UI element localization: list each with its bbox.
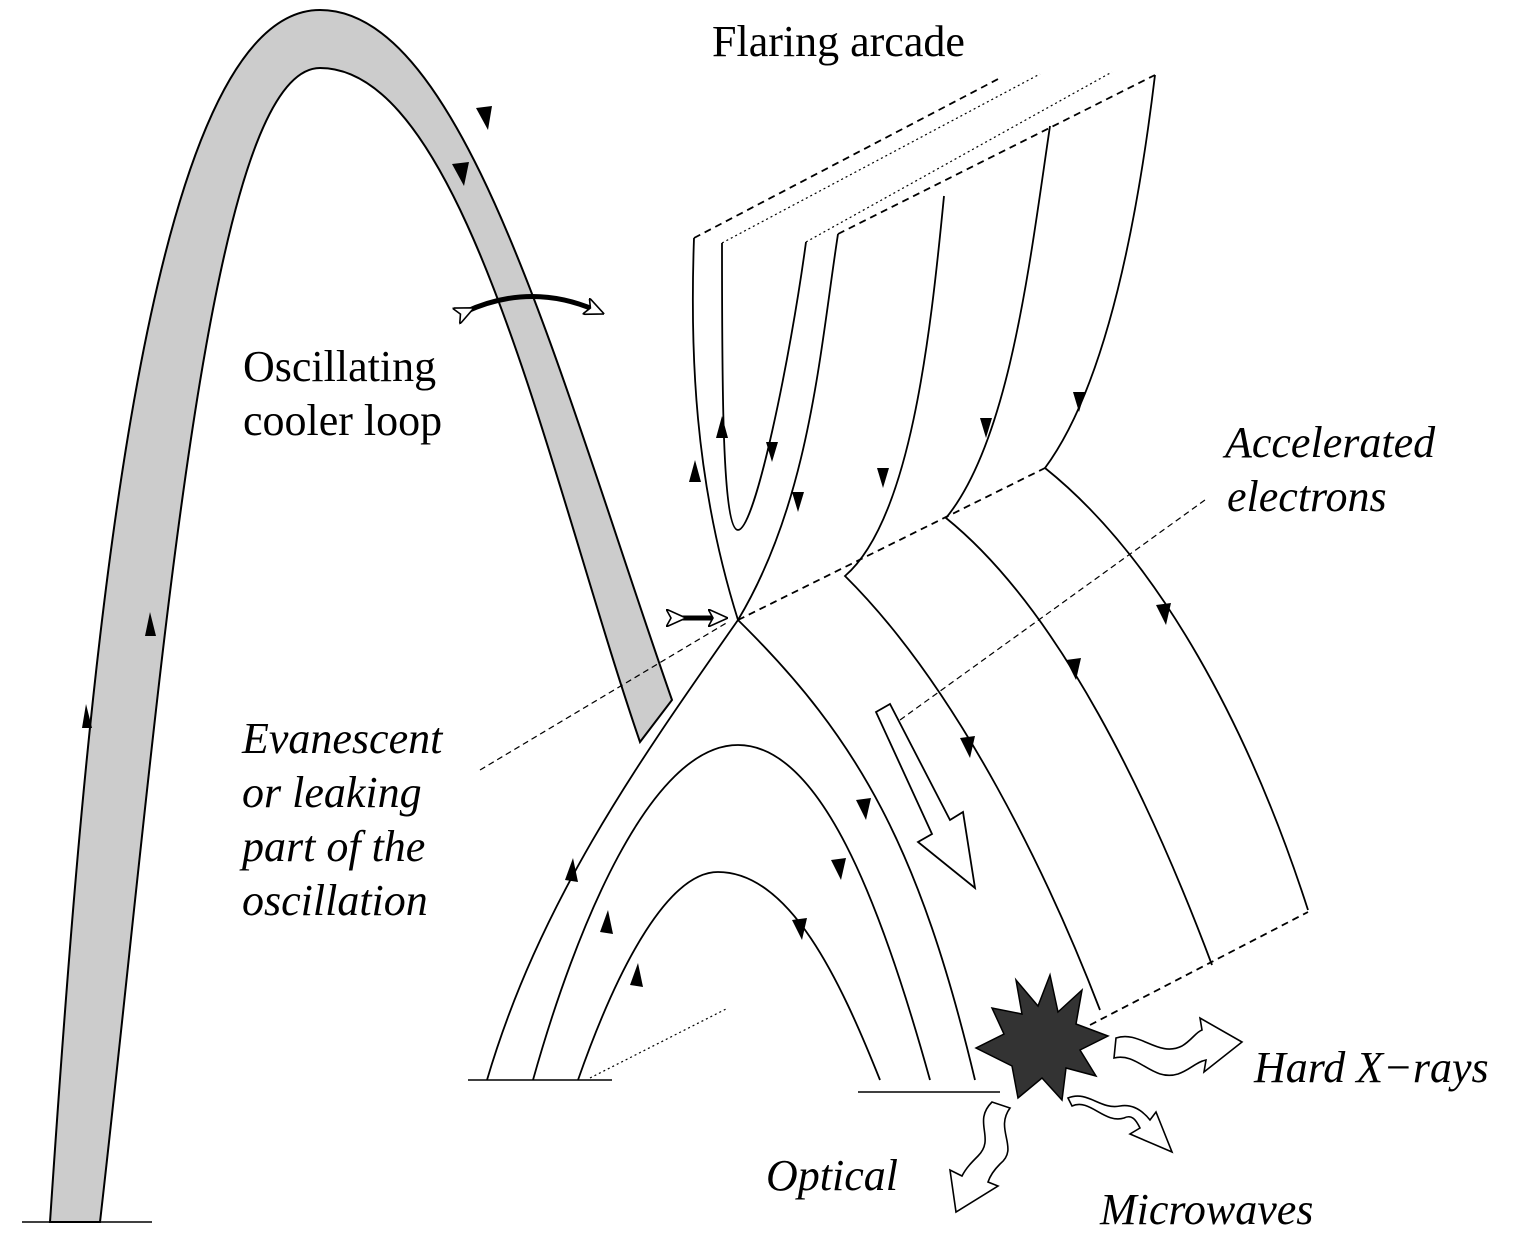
arcade-arrow-14 — [565, 858, 578, 882]
label-evanescent-line-2: or leaking — [242, 768, 422, 817]
arcade-line-2 — [944, 125, 1213, 966]
arcade-arrow-8 — [856, 798, 871, 820]
label-cooler-loop-line-1: Oscillating — [243, 342, 437, 391]
label-optical: Optical — [766, 1151, 898, 1200]
dash-top-1 — [693, 77, 1001, 239]
arcade-arrow-2 — [716, 416, 728, 438]
dot-bottom — [589, 1007, 729, 1079]
loop-oscillation-arrow — [465, 294, 595, 312]
optical-arrow — [948, 1101, 1012, 1214]
label-cooler-loop-line-2: cooler loop — [243, 396, 443, 445]
arcade-arrow-11 — [1156, 603, 1171, 625]
arcade-arrow-1 — [689, 460, 701, 482]
loop-arrow-3 — [476, 106, 492, 130]
arcade-arrow-3 — [766, 442, 778, 462]
lower-loop-1 — [532, 744, 931, 1081]
label-cooler-loop: Oscillating cooler loop — [243, 340, 442, 448]
lower-loop-2 — [577, 871, 881, 1081]
hard-xray-arrow — [1113, 1016, 1244, 1077]
loop-arrow-2 — [145, 612, 156, 636]
cooler-loop-direction-arrows — [82, 106, 492, 728]
arcade-arrow-5 — [877, 468, 889, 488]
evanescent-pointer — [479, 621, 729, 771]
label-evanescent-line-3: part of the — [242, 822, 426, 871]
arcade-arrow-9 — [960, 736, 975, 758]
label-flaring-arcade: Flaring arcade — [712, 17, 965, 66]
label-accelerated-electrons-line-1: Accelerated — [1225, 418, 1436, 467]
flaring-arcade-field-lines — [486, 74, 1309, 1081]
dash-mid — [737, 467, 1046, 621]
arcade-line-1 — [843, 195, 1101, 1011]
cooler-loop — [48, 8, 674, 1223]
loop-arrow-1 — [82, 704, 92, 728]
arcade-arrow-16 — [630, 963, 643, 987]
microwaves-arrow — [1066, 1095, 1174, 1154]
dash-top-2 — [837, 74, 1156, 235]
arcade-arrow-10 — [1066, 658, 1081, 680]
arcade-arrow-15 — [600, 910, 613, 934]
xline-lower-left — [486, 619, 739, 1081]
dot-top-1 — [721, 73, 1041, 244]
xline-upper-left — [691, 237, 739, 621]
label-microwaves: Microwaves — [1100, 1185, 1314, 1234]
arcade-arrow-4 — [792, 492, 804, 512]
label-accelerated-electrons: Accelerated electrons — [1225, 416, 1435, 524]
label-evanescent: Evanescent or leaking part of the oscill… — [242, 712, 442, 928]
loop-arrow-4 — [452, 162, 469, 186]
dot-top-2 — [805, 71, 1113, 243]
electrons-pointer — [899, 499, 1206, 721]
arcade-line-3 — [1043, 74, 1309, 911]
electron-beam-arrow — [874, 702, 977, 891]
arcade-arrow-7 — [1073, 392, 1085, 412]
xline-upper-right — [737, 233, 839, 621]
xline-lower-right — [737, 619, 976, 1081]
label-evanescent-line-4: oscillation — [242, 876, 428, 925]
label-accelerated-electrons-line-2: electrons — [1227, 472, 1387, 521]
arcade-arrow-6 — [980, 418, 992, 438]
dash-bottom — [1089, 911, 1309, 1026]
cusp-loop — [721, 241, 807, 531]
arcade-arrow-13 — [792, 918, 807, 940]
emission-burst — [974, 972, 1110, 1102]
perspective-lines — [479, 71, 1309, 1079]
label-evanescent-line-1: Evanescent — [242, 714, 443, 763]
arcade-field-arrows — [565, 392, 1171, 987]
arcade-arrow-12 — [831, 858, 846, 880]
label-hard-xrays: Hard X−rays — [1254, 1043, 1489, 1092]
